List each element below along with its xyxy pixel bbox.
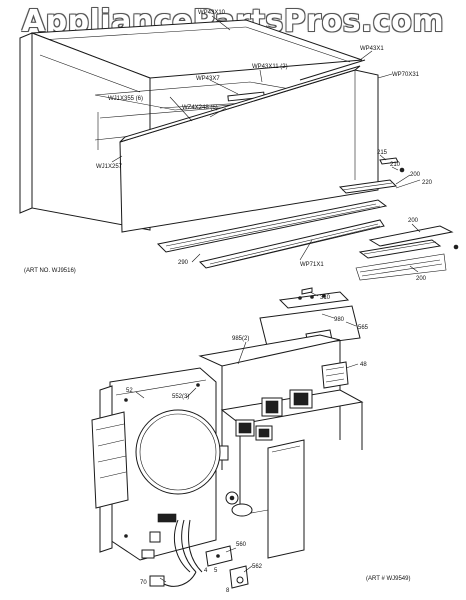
callout-5: 5 [214,568,218,574]
side-duct [91,411,129,509]
control-cover-parts [355,225,459,281]
top-leaders [111,15,421,273]
callout-552: 552(3) [172,394,189,400]
blower-plate [99,367,221,561]
art-number-bottom: (ART # WJ9549) [366,576,410,582]
callout-310: 310 [320,295,331,301]
callout-980: 980 [334,317,345,323]
power-cord [141,513,203,587]
callout-wj1x355: WJ1X355 (6) [108,96,143,102]
callout-wp43x7: WP43X7 [196,76,220,82]
bracket-parts [205,545,249,589]
callout-200-c: 200 [416,276,427,282]
callout-290: 290 [178,260,189,266]
callout-200-a: 200 [410,172,421,178]
callout-565: 565 [358,325,369,331]
callout-wp71x1: WP71X1 [300,262,324,268]
callout-wp43x1: WP43X1 [360,46,384,52]
bottom-callouts: 310 980 565 48 52 552(3) 985(2) 560 562 … [126,295,410,594]
callout-wp43x10: WP43X10 [198,10,226,16]
callout-48: 48 [360,362,367,368]
callout-220: 220 [422,180,433,186]
callout-8: 8 [226,588,230,594]
callout-wp70x31: WP70X31 [392,72,420,78]
art-number-top: (ART NO. WJ9516) [24,268,76,274]
callout-wj1x257: WJ1X257 [96,164,123,170]
callout-985: 985(2) [232,336,249,342]
callout-215: 215 [377,150,388,156]
callout-wz4x248: WZ4X248 (6) [182,105,218,111]
callout-560: 560 [236,542,247,548]
access-cover [267,439,305,559]
bottom-leaders [135,291,359,583]
callout-52: 52 [126,388,133,394]
callout-4: 4 [204,568,208,574]
callout-200-b: 200 [408,218,419,224]
top-callouts: WP43X10 WP43X11 (2) WP43X7 WJ1X355 (6) W… [24,10,433,282]
filter-slide-parts [338,157,405,194]
callout-562: 562 [252,564,263,570]
front-panel-wp70x31 [119,59,379,233]
control-box [198,334,364,517]
callout-wp43x11: WP43X11 (2) [252,64,288,70]
callout-70: 70 [140,580,147,586]
callout-210: 210 [390,162,401,168]
discharge-grille-wp71x1 [156,199,388,269]
